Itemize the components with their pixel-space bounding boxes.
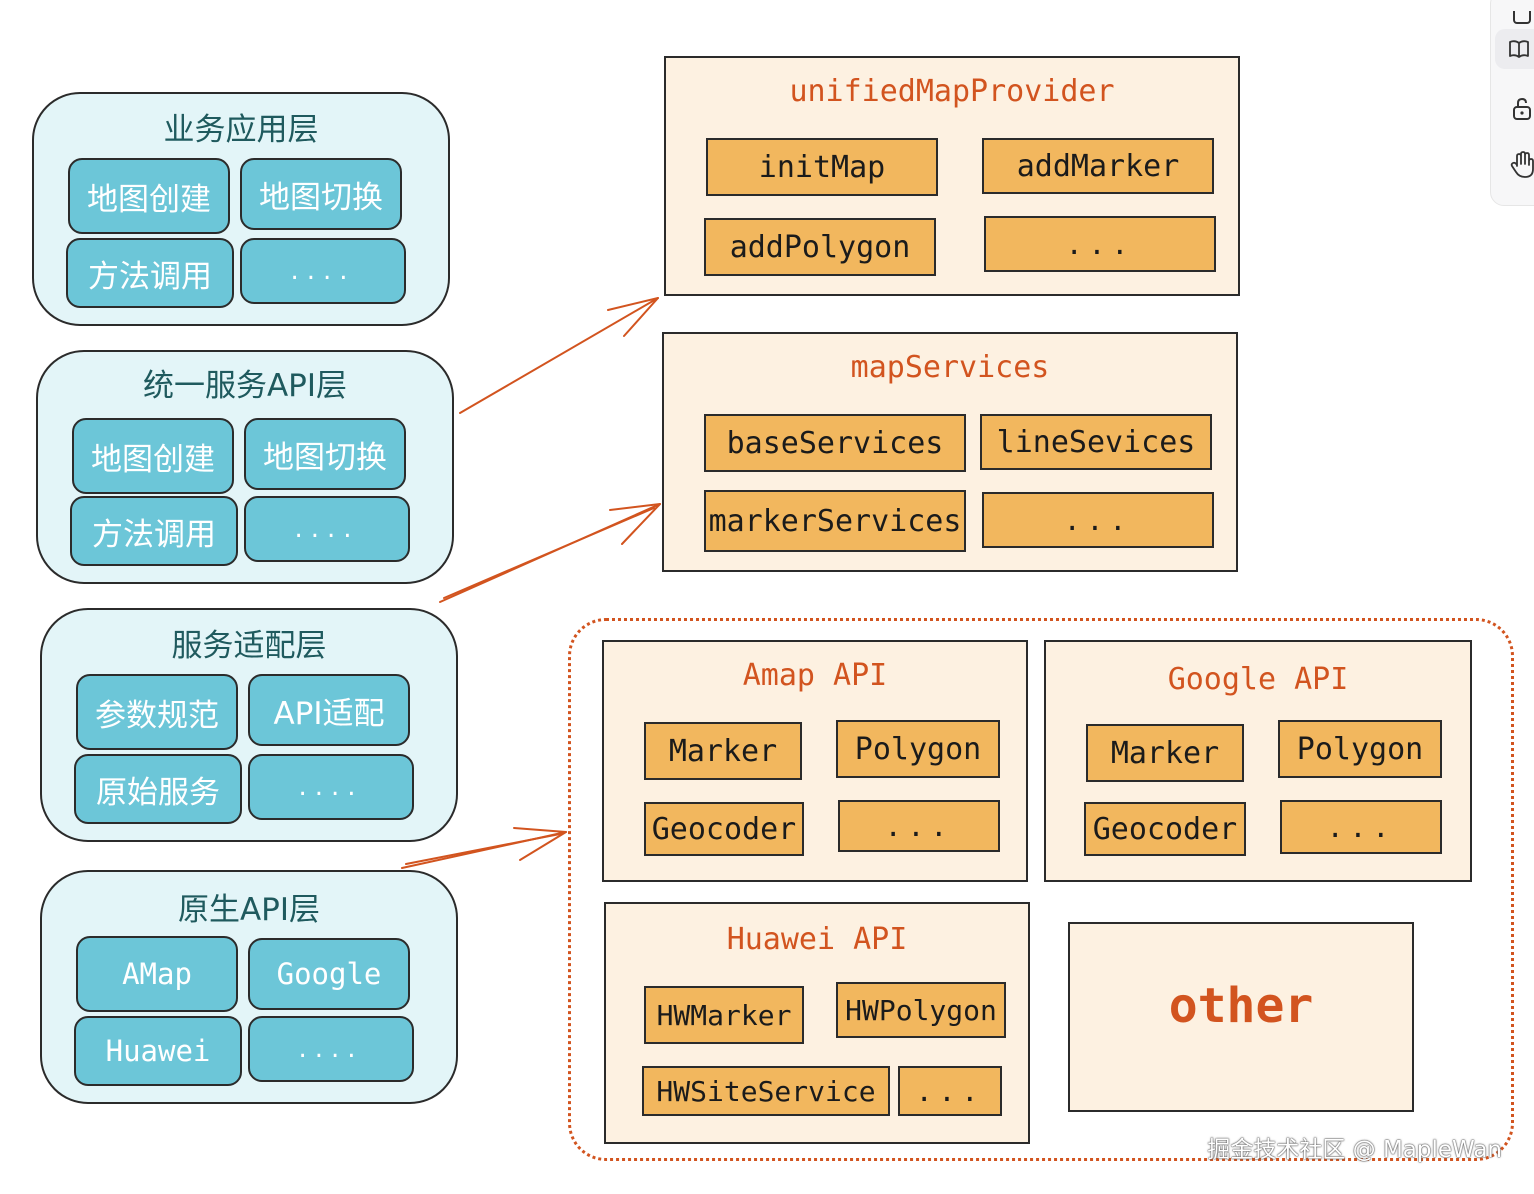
square-icon[interactable] — [1505, 0, 1534, 39]
panel-title: unifiedMapProvider — [789, 74, 1115, 109]
layer-adapter: 服务适配层 参数规范 API适配 原始服务 .... — [40, 608, 458, 842]
other-label: other — [1168, 978, 1314, 1034]
panel-title: Huawei API — [726, 922, 908, 957]
cell-hw-polygon: HWPolygon — [836, 982, 1006, 1038]
layer-business: 业务应用层 地图创建 地图切换 方法调用 .... — [32, 92, 450, 326]
pill-google: Google — [248, 938, 410, 1010]
cell-polygon: Polygon — [1278, 720, 1442, 778]
cell-polygon: Polygon — [836, 720, 1000, 778]
cell-line-services: lineSevices — [980, 414, 1212, 470]
pill-map-create: 地图创建 — [68, 158, 230, 234]
cell-more: ... — [1280, 800, 1442, 854]
pill-more: .... — [248, 754, 414, 820]
layer-title: 服务适配层 — [171, 628, 327, 664]
cell-add-polygon: addPolygon — [704, 218, 936, 276]
pill-map-create: 地图创建 — [72, 418, 234, 494]
canvas-toolbar — [1490, 0, 1534, 206]
hand-icon[interactable] — [1505, 145, 1534, 185]
pill-amap: AMap — [76, 936, 238, 1012]
cell-geocoder: Geocoder — [644, 802, 804, 856]
layer-unified-api: 统一服务API层 地图创建 地图切换 方法调用 .... — [36, 350, 454, 584]
pill-more: .... — [248, 1016, 414, 1082]
pill-map-switch: 地图切换 — [240, 158, 402, 230]
panel-title: Amap API — [742, 658, 888, 693]
cell-add-marker: addMarker — [982, 138, 1214, 194]
layer-title: 原生API层 — [177, 892, 321, 928]
cell-marker-services: markerServices — [704, 490, 966, 552]
cell-hw-site-service: HWSiteService — [642, 1066, 890, 1116]
pill-method-call: 方法调用 — [70, 496, 238, 566]
layer-title: 业务应用层 — [163, 112, 319, 148]
layer-native-api: 原生API层 AMap Google Huawei .... — [40, 870, 458, 1104]
panel-unified-map-provider: unifiedMapProvider initMap addMarker add… — [664, 56, 1240, 296]
cell-more: ... — [982, 492, 1214, 548]
cell-hw-marker: HWMarker — [644, 986, 804, 1044]
pill-more: .... — [240, 238, 406, 304]
cell-base-services: baseServices — [704, 414, 966, 472]
watermark: 掘金技术社区 @ MapleWan — [1207, 1137, 1502, 1163]
panel-title: Google API — [1167, 662, 1349, 697]
panel-huawei-api: Huawei API HWMarker HWPolygon HWSiteServ… — [604, 902, 1030, 1144]
cell-geocoder: Geocoder — [1084, 802, 1246, 856]
pill-more: .... — [244, 496, 410, 562]
cell-marker: Marker — [1086, 724, 1244, 782]
book-icon[interactable] — [1495, 29, 1534, 69]
pill-raw-service: 原始服务 — [74, 754, 242, 824]
panel-google-api: Google API Marker Polygon Geocoder ... — [1044, 640, 1472, 882]
panel-other: other — [1068, 922, 1414, 1112]
panel-title: mapServices — [850, 350, 1050, 385]
cell-marker: Marker — [644, 722, 802, 780]
arrow-to-provider — [459, 297, 659, 414]
pill-map-switch: 地图切换 — [244, 418, 406, 490]
panel-amap-api: Amap API Marker Polygon Geocoder ... — [602, 640, 1028, 882]
pill-api-adapt: API适配 — [248, 674, 410, 746]
pill-method-call: 方法调用 — [66, 238, 234, 308]
layer-title: 统一服务API层 — [142, 368, 348, 404]
cell-more: ... — [838, 800, 1000, 852]
pill-huawei: Huawei — [74, 1016, 242, 1086]
native-api-group — [568, 618, 1514, 1161]
cell-more: ... — [984, 216, 1216, 272]
cell-more: ... — [898, 1066, 1002, 1116]
panel-map-services: mapServices baseServices lineSevices mar… — [662, 332, 1238, 572]
cell-init-map: initMap — [706, 138, 938, 196]
pill-param-spec: 参数规范 — [76, 674, 238, 750]
lock-icon[interactable] — [1505, 89, 1534, 129]
